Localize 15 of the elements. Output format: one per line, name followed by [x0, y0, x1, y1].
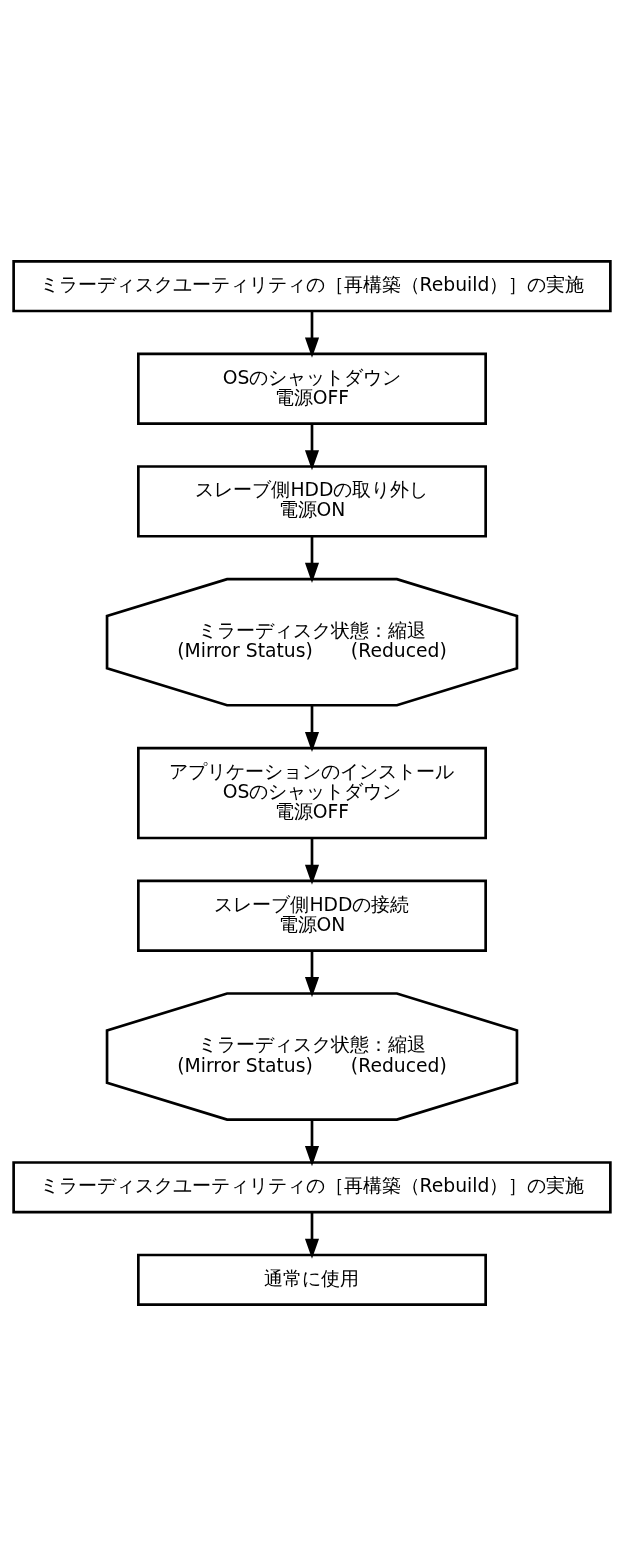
node-box: ミラーディスクユーティリティの［再構築（Rebuild）］の実施 [12, 259, 612, 312]
node-box: アプリケーションのインストール OSのシャットダウン 電源OFF [137, 746, 487, 839]
arrow [304, 837, 320, 885]
arrow [304, 310, 320, 358]
node-box: スレーブ側HDDの接続 電源ON [137, 879, 487, 952]
arrow [304, 1119, 320, 1166]
arrow [304, 950, 320, 997]
node-box: スレーブ側HDDの取り外し 電源ON [137, 464, 487, 538]
arrow [304, 705, 320, 752]
arrow [304, 423, 320, 470]
node-box: ミラーディスクユーティリティの［再構築（Rebuild）］の実施 [12, 1160, 612, 1213]
arrow [304, 1211, 320, 1259]
node-box: 通常に使用 [137, 1253, 487, 1306]
arrow [304, 536, 320, 583]
node-box: OSのシャットダウン 電源OFF [137, 352, 487, 425]
